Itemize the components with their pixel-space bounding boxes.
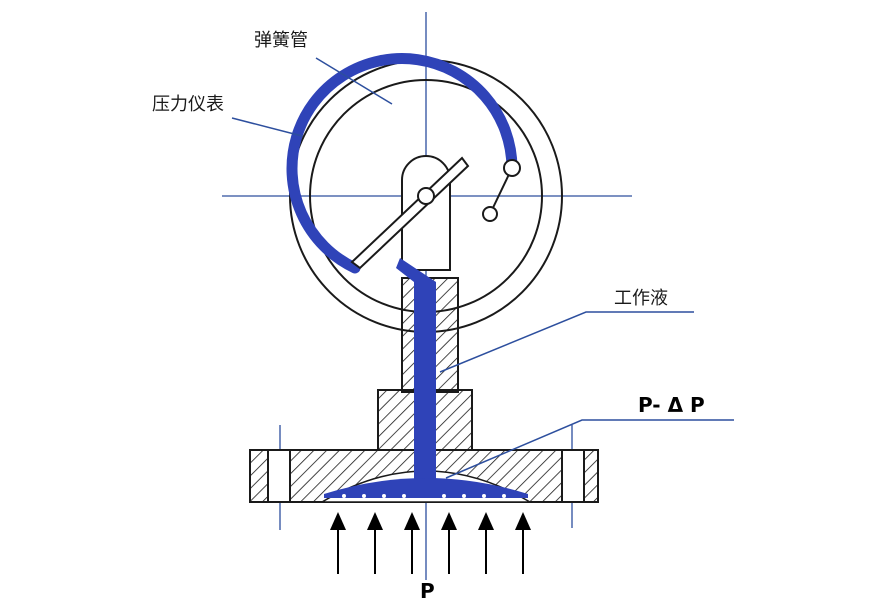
label-pressure: P (420, 579, 435, 603)
pressure-arrow (515, 512, 531, 574)
leader-bourdon-tube (315, 57, 393, 105)
pressure-arrow (441, 512, 457, 574)
pressure-arrow (330, 512, 346, 574)
pressure-arrows (330, 512, 531, 574)
label-working-fluid: 工作液 (614, 288, 668, 309)
label-reduced-pressure: P- Δ P (638, 393, 705, 417)
tube-tip-joint (503, 159, 521, 177)
pressure-arrow (367, 512, 383, 574)
diaphragm-dots (342, 494, 506, 498)
pressure-arrow (478, 512, 494, 574)
flange-bolt-hole-right (561, 449, 585, 503)
leader-lines (231, 57, 734, 479)
leader-reduced-pressure (445, 419, 734, 479)
bourdon-tube (286, 53, 518, 274)
diaphragm-fluid (324, 478, 528, 498)
flange-bolt-hole-left (267, 449, 291, 503)
label-bourdon-tube: 弹簧管 (254, 30, 308, 51)
pressure-arrow (404, 512, 420, 574)
leader-pressure-gauge (231, 117, 303, 137)
label-pressure-gauge: 压力仪表 (152, 94, 224, 115)
linkage-joint (482, 206, 498, 222)
fluid-channel (414, 282, 436, 496)
gauge-pointer (350, 156, 521, 270)
fluid-bend (396, 258, 436, 282)
leader-working-fluid (439, 311, 694, 373)
pointer-pivot (417, 187, 435, 205)
